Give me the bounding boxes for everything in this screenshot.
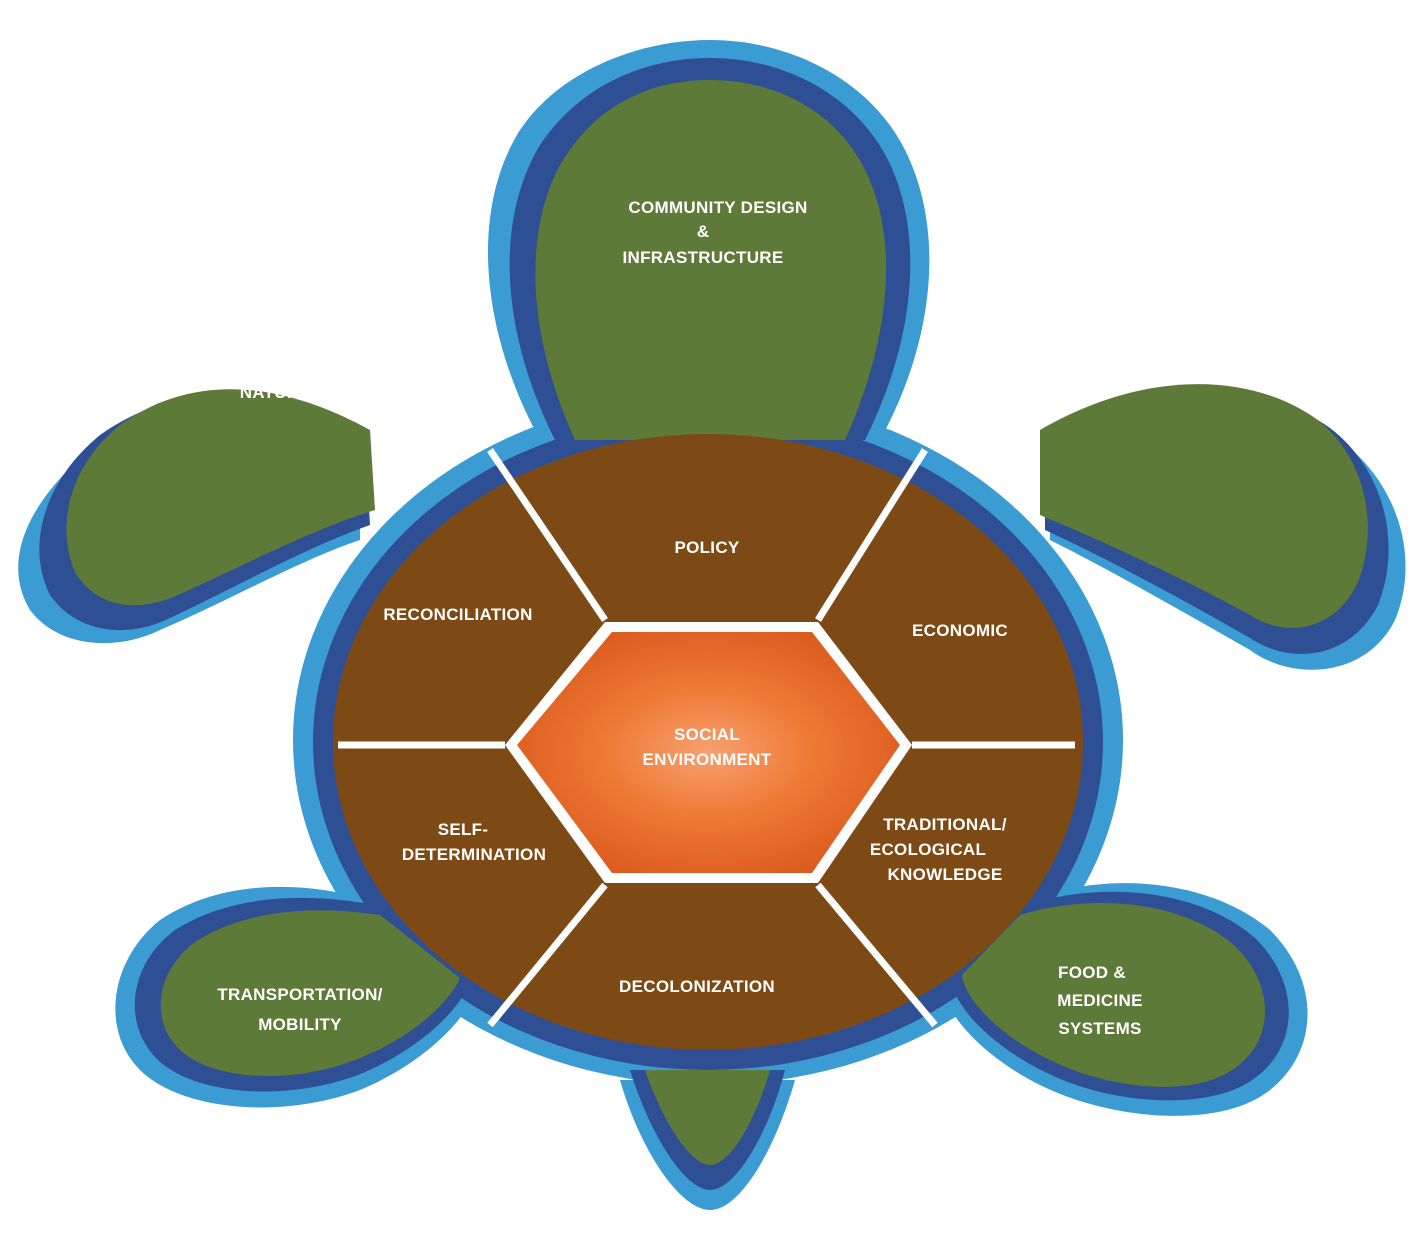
divider-br — [815, 882, 938, 1028]
right-flipper-shape — [1040, 384, 1368, 628]
economic-label: ECONOMIC — [912, 621, 1008, 640]
policy-label: POLICY — [674, 538, 739, 557]
left-flipper-shape — [66, 389, 375, 606]
social-env-label-2: ENVIRONMENT — [643, 750, 772, 769]
social-env-label-1: SOCIAL — [674, 725, 740, 744]
limbs — [66, 80, 1368, 1165]
left-flipper-label-1: MOTHER EARTH/ — [245, 353, 391, 372]
right-flipper-label-2: SHELTER — [1024, 383, 1104, 402]
tek-label-2: ECOLOGICAL — [870, 840, 986, 859]
left-rear-shape — [160, 910, 460, 1077]
shell-dividers — [338, 448, 1075, 1028]
head-shape — [535, 80, 887, 440]
tek-label-1: TRADITIONAL/ — [883, 815, 1007, 834]
head-label-3: INFRASTRUCTURE — [623, 248, 784, 267]
right-flipper-label-1: HOUSING/ — [1021, 353, 1107, 372]
divider-tl — [487, 448, 608, 622]
right-rear-label-2: MEDICINE — [1057, 991, 1143, 1010]
labels: COMMUNITY DESIGN & INFRASTRUCTURE MOTHER… — [217, 198, 1142, 1038]
left-rear-label-2: MOBILITY — [258, 1015, 342, 1034]
divider-bl — [487, 882, 608, 1028]
self-determination-label-1: SELF- — [438, 820, 489, 839]
shell — [333, 434, 1083, 1050]
tail-shape — [645, 1070, 770, 1165]
left-flipper-label-2: NATURAL ENVIRONMENT — [240, 383, 457, 402]
center-hexagon[interactable] — [517, 632, 900, 873]
head-label-2: & — [697, 222, 710, 241]
left-rear-label-1: TRANSPORTATION/ — [217, 985, 382, 1004]
tek-label-3: KNOWLEDGE — [887, 865, 1002, 884]
right-rear-label-1: FOOD & — [1058, 963, 1126, 982]
decolonization-label: DECOLONIZATION — [619, 977, 775, 996]
right-rear-shape — [962, 903, 1265, 1087]
head-label-1: COMMUNITY DESIGN — [628, 198, 807, 217]
self-determination-label-2: DETERMINATION — [402, 845, 546, 864]
reconciliation-label: RECONCILIATION — [383, 605, 532, 624]
divider-tr — [815, 448, 928, 622]
right-rear-label-3: SYSTEMS — [1058, 1019, 1141, 1038]
